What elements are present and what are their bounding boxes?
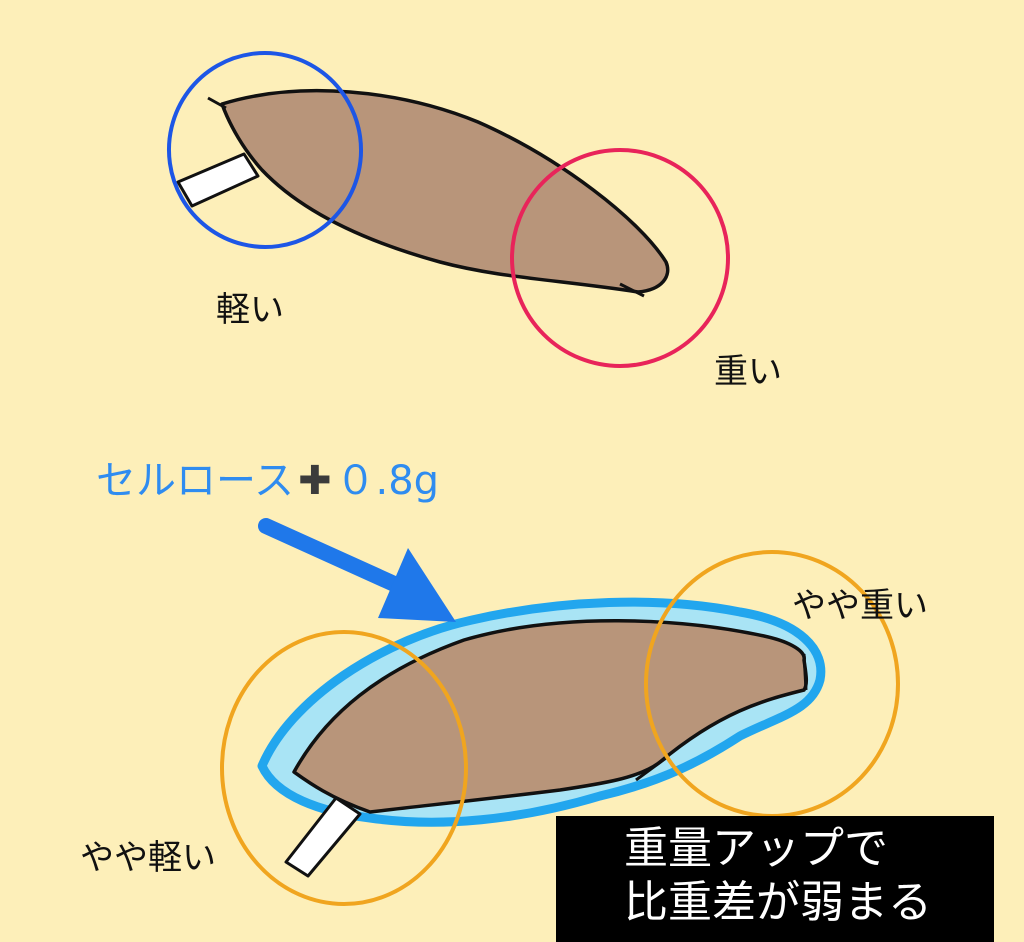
light-zone-circle-top <box>166 51 364 249</box>
plus-icon: ✚ <box>298 458 332 504</box>
note-box: 重量アップで 比重差が弱まる <box>556 816 994 942</box>
formula-amount: ０.8g <box>335 458 440 504</box>
top-lure-nose-mark <box>207 96 227 110</box>
heavy-label-bottom: やや重い <box>792 586 928 626</box>
formula-text: セルロース <box>96 458 294 504</box>
light-label-bottom: やや軽い <box>80 838 216 878</box>
bottom-lure-chin-mark <box>635 756 667 782</box>
cellulose-formula: セルロース✚０.8g <box>96 448 439 506</box>
top-lure-tail <box>176 152 260 208</box>
top-lure-body <box>220 89 670 294</box>
heavy-label-top: 重い <box>714 352 782 392</box>
top-lure-tip-mark <box>619 282 645 298</box>
light-zone-circle-bottom <box>220 630 468 906</box>
arrow-icon <box>258 518 456 622</box>
bottom-lure-body <box>292 619 809 814</box>
bottom-lure-tail <box>284 796 362 878</box>
note-line-1: 重量アップで <box>624 823 888 874</box>
top-lure <box>176 89 670 298</box>
note-line-2: 比重差が弱まる <box>624 877 932 928</box>
light-label-top: 軽い <box>216 290 284 330</box>
bottom-lure-nose-mark <box>802 653 808 691</box>
bottom-lure <box>257 597 826 878</box>
heavy-zone-circle-top <box>510 148 730 368</box>
